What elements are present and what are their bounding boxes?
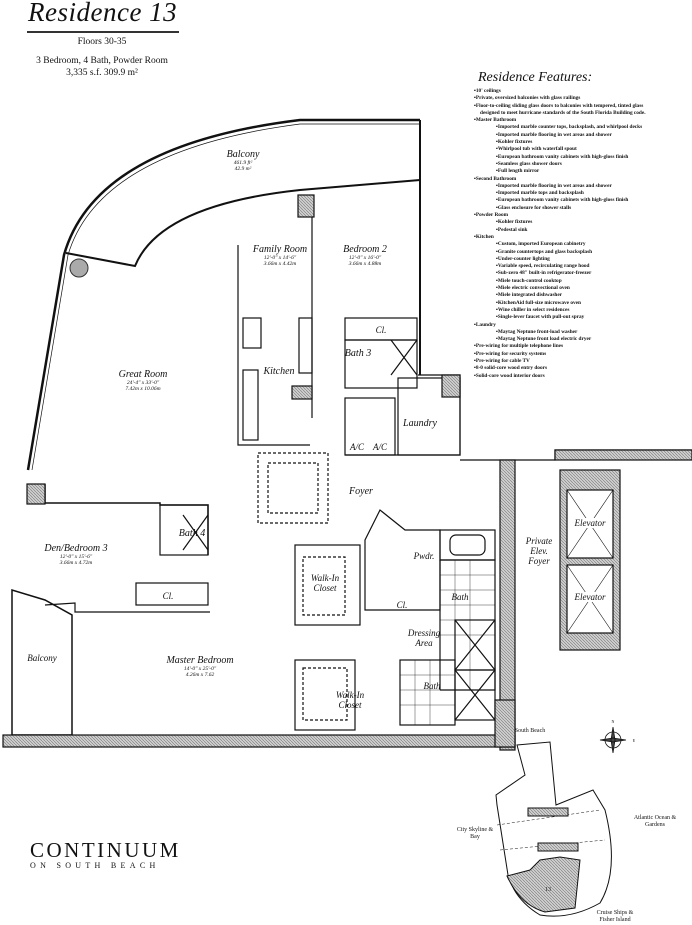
walls [2,118,692,751]
logo-sub: ON SOUTH BEACH [30,861,160,870]
site-label-west: City Skyline & Bay [456,827,494,840]
feature-item: Maytag Neptune front load electric dryer [474,336,689,343]
unit-area: 3,335 s.f. 309.9 m² [66,68,138,78]
room-foyer: Foyer [349,486,373,497]
room-closet-master: Cl. [396,600,408,610]
feature-item: Master Bathroom [474,117,689,124]
feature-item: Variable speed, recirculating range hood [474,263,689,270]
column [69,258,89,278]
feature-item: Miele integrated dishwasher [474,292,689,299]
room-private-elevator-foyer: Private Elev. Foyer [525,536,553,566]
logo-main: CONTINUUM [30,838,181,862]
floors: Floors 30-35 [77,37,127,47]
feature-item: Granite countertops and glass backsplash [474,249,689,256]
feature-item: KitchenAid full-size microwave oven [474,300,689,307]
room-bath-master-2: Bath [423,681,441,691]
feature-item: Solid-core wood interior doors [474,373,689,380]
room-walk-in-closet-1: Walk-In Closet [310,573,340,593]
room-bath-master: Bath [451,592,469,602]
room-kitchen: Kitchen [263,366,295,377]
feature-item: Single-lever faucet with pull-out spray [474,314,689,321]
room-powder: Pwdr. [413,551,435,561]
feature-item: Miele electric convectional oven [474,285,689,292]
feature-item: 8-0 solid-core wood entry doors [474,365,689,372]
room-closet-b2: Cl. [375,325,387,335]
unit-layout: 3 Bedroom, 4 Bath, Powder Room [36,56,168,66]
feature-item: European bathroom vanity cabinets with h… [474,197,689,204]
site-label-north: South Beach [514,728,546,734]
feature-item: Under-counter lighting [474,256,689,263]
feature-item: European bathroom vanity cabinets with h… [474,154,689,161]
feature-item: Kitchen [474,234,689,241]
room-laundry: Laundry [403,418,437,429]
feature-item: Seamless glass shower doors [474,161,689,168]
feature-item: Laundry [474,322,689,329]
feature-item: Full length mirror [474,168,689,175]
features-heading: Residence Features: [478,70,593,85]
room-ac-2: A/C [372,442,388,452]
feature-item: Custom, imported European cabinetry [474,241,689,248]
title-rule [27,31,179,33]
compass-east: E [632,738,636,743]
site-unit-number: 13 [545,887,551,893]
feature-item: Maytag Neptune front-load washer [474,329,689,336]
feature-item: Floor-to-ceiling sliding glass doors to … [474,103,689,110]
feature-item: Sub-zero 48" built-in refrigerator-freez… [474,270,689,277]
feature-item: designed to meet hurricane standards of … [480,109,646,116]
feature-item: Glass enclosure for shower stalls [474,205,689,212]
site-plan-map [495,741,612,917]
room-dressing-area: Dressing Area [407,628,441,648]
feature-item: Private, oversized balconies with glass … [474,95,689,102]
compass-icon [599,726,627,754]
elevator-2: Elevator [574,592,606,602]
feature-item: Imported marble flooring in wet areas an… [474,132,689,139]
feature-item: Whirlpool tub with waterfall spout [474,146,689,153]
features-list: 10' ceilingsPrivate, oversized balconies… [474,88,689,380]
feature-item: Imported marble flooring in wet areas an… [474,183,689,190]
feature-item: 10' ceilings [474,88,689,95]
feature-item: Imported marble tops and backsplash [474,190,689,197]
room-ac-1: A/C [349,442,365,452]
feature-item: Kohler fixtures [474,219,689,226]
feature-item: Kohler fixtures [474,139,689,146]
feature-item: Imported marble counter tops, backsplash… [474,124,689,131]
site-label-east: Atlantic Ocean & Gardens [633,815,677,828]
feature-item: Miele touch-control cooktop [474,278,689,285]
feature-item: Pre-wiring for multiple telephone lines [474,343,689,350]
elevator-1: Elevator [574,518,606,528]
room-bath-4: Bath 4 [178,528,206,539]
feature-item: Wine chiller in select residences [474,307,689,314]
feature-item: Pre-wiring for cable TV [474,358,689,365]
room-bath-3: Bath 3 [344,348,372,359]
room-balcony-left: Balcony [27,653,57,663]
room-closet-den: Cl. [162,591,174,601]
page-title: Residence 13 [28,0,178,27]
compass-north: N [611,719,615,724]
feature-item: Second Bathroom [474,176,689,183]
feature-item: Pre-wiring for security systems [474,351,689,358]
room-walk-in-closet-2: Walk-In Closet [335,690,365,710]
site-label-south: Cruise Ships & Fisher Island [596,910,634,923]
feature-item: Pedestal sink [474,227,689,234]
continuum-logo: CONTINUUM ON SOUTH BEACH [30,838,181,870]
feature-item: Powder Room [474,212,689,219]
